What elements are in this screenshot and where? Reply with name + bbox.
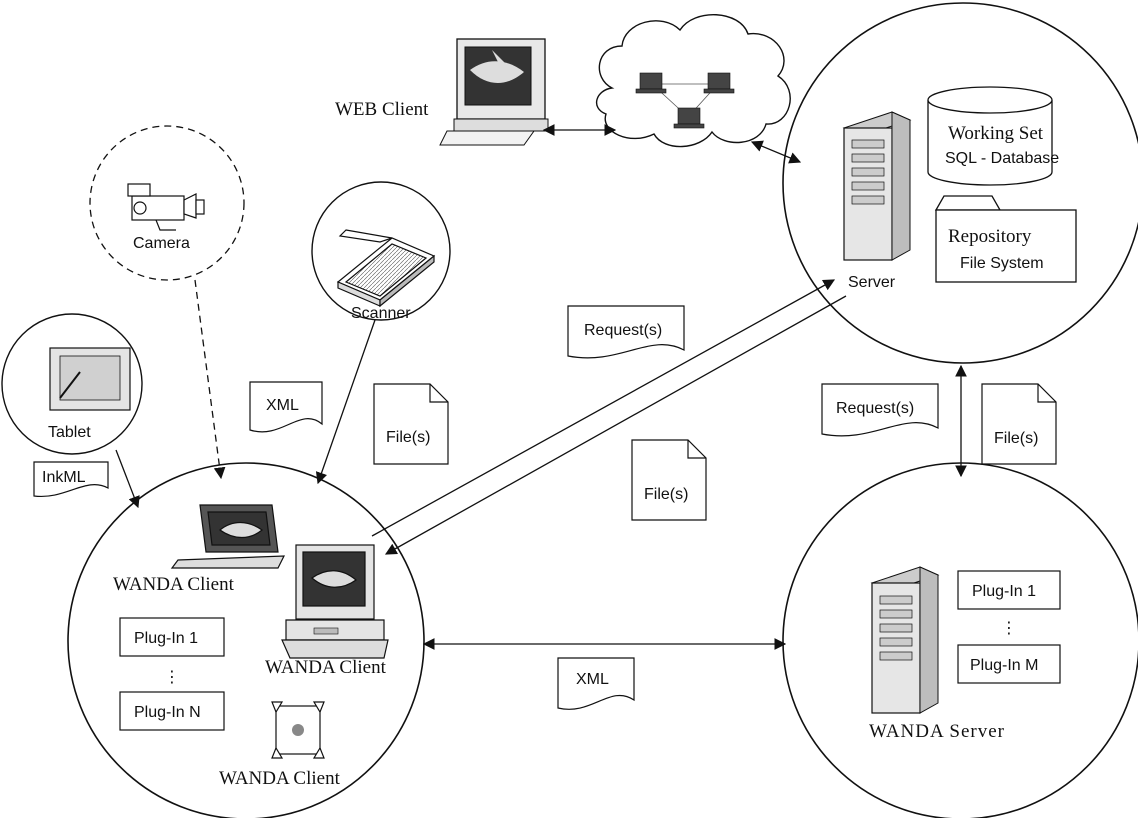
scanner-label: Scanner <box>351 305 411 322</box>
client-plugin-last-label: Plug-In N <box>134 704 201 721</box>
database-cylinder-icon <box>927 86 1053 186</box>
camera-client-arrow <box>194 279 226 480</box>
wanda-client-desktop-label: WANDA Client <box>265 657 387 678</box>
server-circle <box>782 2 1138 364</box>
sql-database-label: SQL - Database <box>945 150 1059 167</box>
repository-label: Repository <box>948 226 1032 247</box>
wanda-server-circle <box>782 462 1138 818</box>
client-plugin-first-label: Plug-In 1 <box>134 630 198 647</box>
flatbed-scanner-icon <box>336 229 436 308</box>
server-label: Server <box>848 274 896 291</box>
tablet-client-arrow <box>115 449 140 509</box>
client-plugin-dots: ⋮ <box>164 669 180 686</box>
tower-server-icon <box>842 111 912 261</box>
tablet-circle <box>1 313 143 455</box>
server-plugin-dots: ⋮ <box>1001 620 1017 637</box>
crt-computer-icon <box>439 38 549 146</box>
connectors <box>115 124 967 650</box>
scanner-client-arrow <box>315 319 376 485</box>
server-plugin-list: Plug-In 1 ⋮ Plug-In M <box>957 570 1061 684</box>
svg-text:File(s): File(s) <box>994 430 1038 447</box>
client-plugin-first-box <box>119 617 225 657</box>
working-set-label: Working Set <box>948 123 1044 144</box>
network-server-arrow <box>750 140 802 164</box>
inkml-doc: InkML <box>33 461 109 498</box>
wanda-client-mac-label: WANDA Client <box>219 768 341 789</box>
server-plugin-first-label: Plug-In 1 <box>972 583 1036 600</box>
svg-text:File(s): File(s) <box>386 429 430 446</box>
files-doc-scanner: File(s) <box>373 383 449 465</box>
file-system-label: File System <box>960 255 1044 272</box>
svg-text:Request(s): Request(s) <box>584 322 662 339</box>
files-doc-center: File(s) <box>631 439 707 521</box>
camera-label: Camera <box>133 235 190 252</box>
svg-text:XML: XML <box>576 671 609 688</box>
server-plugin-last-box <box>957 644 1061 684</box>
web-client-label: WEB Client <box>335 99 429 120</box>
wanda-client-laptop-label: WANDA Client <box>113 574 235 595</box>
mac-cube-icon <box>271 701 325 759</box>
client-server-request-arrow <box>371 279 836 537</box>
xml-doc-left: XML <box>249 381 323 433</box>
client-plugin-last-box <box>119 691 225 731</box>
network-laptop-icon <box>635 72 735 129</box>
graphics-tablet-icon <box>49 347 131 411</box>
desktop-computer-icon <box>281 544 389 659</box>
video-camera-icon <box>127 183 205 231</box>
scanner-circle <box>311 181 451 321</box>
server-plugin-first-box <box>957 570 1061 610</box>
wanda-server-label: WANDA Server <box>869 721 1005 742</box>
xml-doc-bottom: XML <box>557 657 635 710</box>
laptop-icon <box>170 504 285 569</box>
client-plugin-list: Plug-In 1 ⋮ Plug-In N <box>119 617 225 731</box>
svg-text:XML: XML <box>266 397 299 414</box>
tablet-label: Tablet <box>48 424 91 441</box>
camera-circle <box>89 125 245 281</box>
svg-text:File(s): File(s) <box>644 486 688 503</box>
network-cloud-icon <box>595 14 791 148</box>
svg-text:InkML: InkML <box>42 469 86 486</box>
request-doc-right: Request(s) <box>821 383 939 437</box>
server-client-files-arrow <box>384 295 847 555</box>
files-doc-right: File(s) <box>981 383 1057 465</box>
server-plugin-last-label: Plug-In M <box>970 657 1038 674</box>
svg-text:Request(s): Request(s) <box>836 400 914 417</box>
wanda-server-tower-icon <box>870 566 940 714</box>
folder-icon <box>934 195 1077 283</box>
request-doc-center: Request(s) <box>567 305 685 359</box>
